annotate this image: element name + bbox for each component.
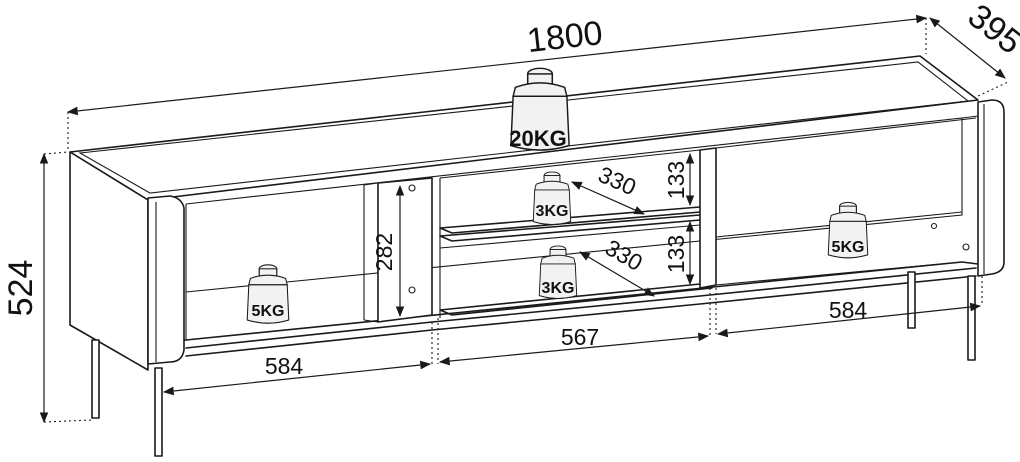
upper-shelf-height-label: 133 [663,161,689,199]
front-edge [185,267,977,349]
dim-upper-shelf-depth [571,181,645,215]
middle-width-label: 567 [561,324,599,350]
right-side-panel [961,99,1005,277]
weight-top-label: 20KG [509,126,566,151]
left-height-label: 282 [371,233,397,271]
height-label: 524 [2,260,40,317]
lower-shelf-depth-label: 330 [601,234,647,276]
lower-shelf-height-label: 133 [663,235,689,273]
depth-label: 395 [961,0,1020,62]
dim-lower-shelf-depth [579,251,655,297]
left-side-panel [69,151,185,371]
weight-right-label: 5KG [832,239,865,256]
weight-lower-shelf-label: 3KG [542,280,575,297]
weight-left-label: 5KG [252,303,285,320]
dim-right-width [715,276,983,338]
dim-depth [929,17,1009,97]
dim-middle-width [437,288,711,366]
right-divider [699,117,977,289]
left-divider [363,177,433,323]
weight-upper-shelf-label: 3KG [536,203,569,220]
dim-width [66,14,928,150]
dim-height [39,151,93,424]
left-width-label: 584 [265,353,304,379]
front-edge-lower [185,275,977,357]
right-width-label: 584 [829,297,868,323]
width-label: 1800 [525,14,604,60]
dim-left-width [162,322,433,396]
